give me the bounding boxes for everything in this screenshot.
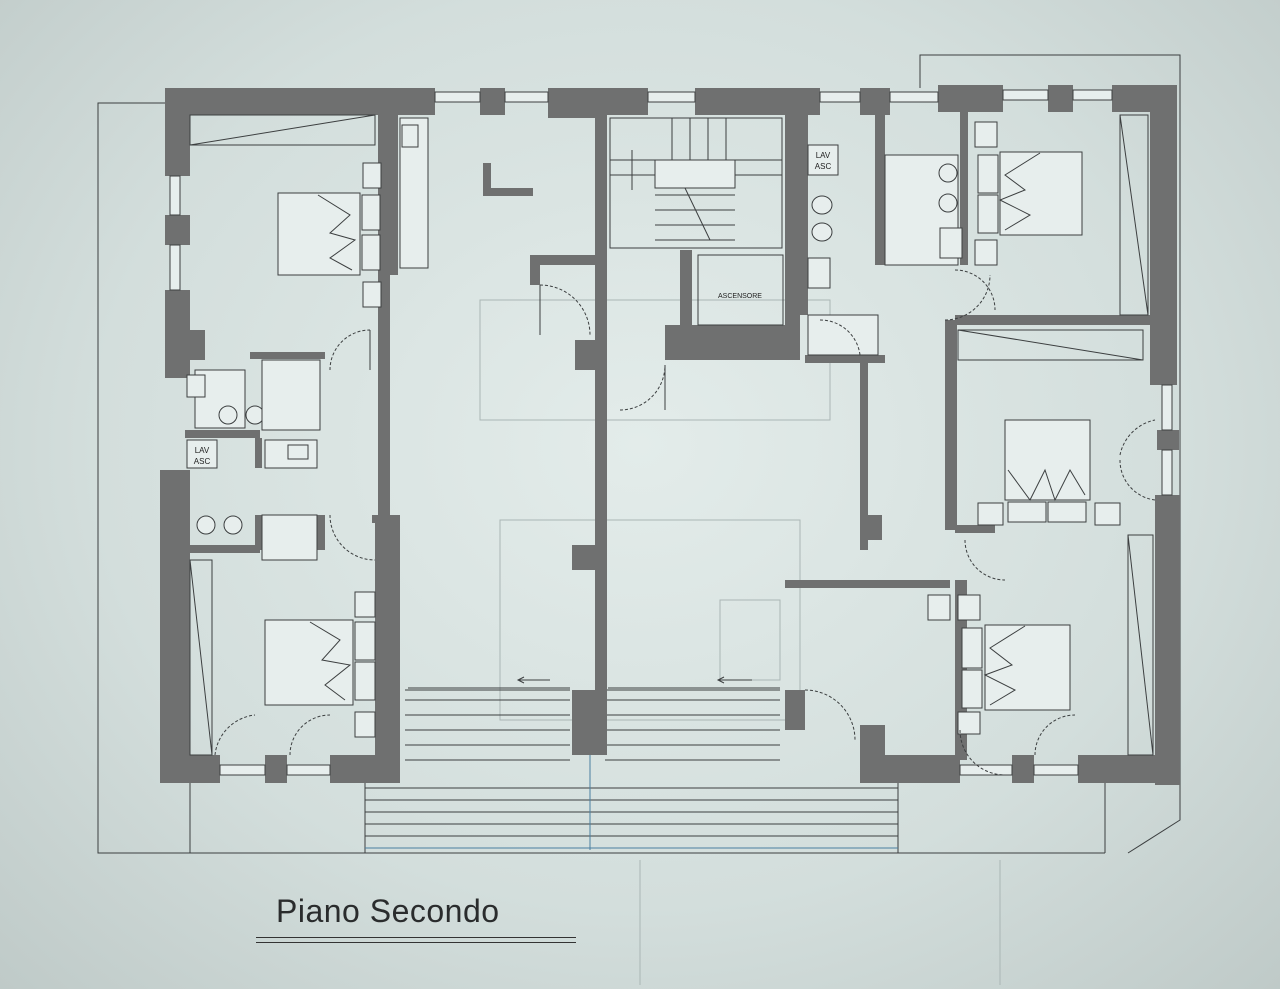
lav-label-top: LAV	[816, 151, 831, 160]
bed-top-left	[277, 162, 382, 308]
windows	[169, 89, 1173, 776]
ascensore-label: ASCENSORE	[718, 293, 762, 300]
bed-bottom-left	[264, 591, 376, 738]
site-outline	[97, 54, 1181, 854]
doors	[214, 269, 1156, 776]
wardrobes	[189, 114, 1154, 756]
bed-top-right	[974, 121, 1083, 266]
bed-bottom-right	[927, 594, 1071, 735]
lav-asc-left: LAV ASC	[186, 439, 218, 469]
bed-middle-right	[977, 419, 1121, 526]
sliding-doors	[408, 676, 780, 689]
terrace	[365, 689, 898, 850]
bathroom-fixtures	[186, 117, 963, 561]
ghost-lines	[479, 299, 1001, 985]
asc-label-left: ASC	[194, 457, 211, 466]
elevator: ASCENSORE	[697, 254, 784, 326]
title-underline-second	[256, 942, 576, 943]
asc-label-top: ASC	[815, 162, 832, 171]
staircase	[609, 117, 783, 249]
title-underline	[256, 937, 576, 938]
plan-title: Piano Secondo	[276, 893, 500, 929]
lav-asc-top: LAV ASC	[807, 144, 839, 176]
walls	[160, 85, 1180, 785]
lav-label-left: LAV	[195, 446, 210, 455]
